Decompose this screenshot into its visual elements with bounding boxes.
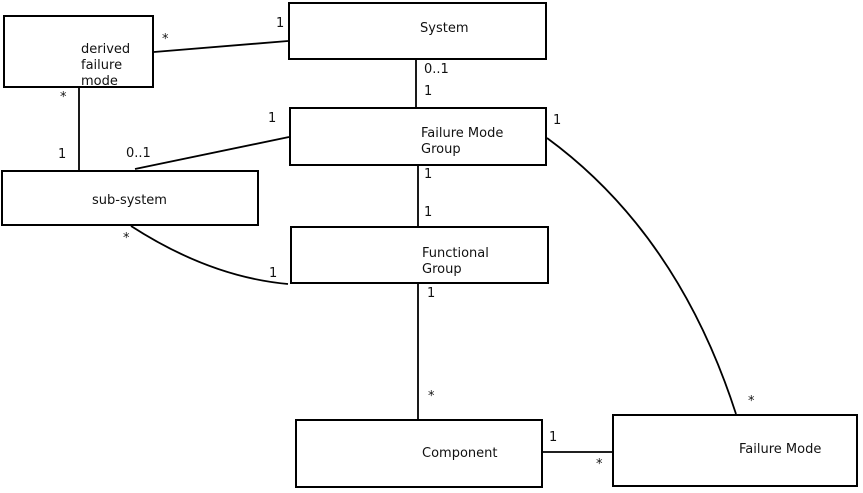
entity-label-failure-mode-group: Failure Mode Group — [421, 126, 504, 157]
entity-functional-group: Functional Group — [290, 226, 549, 284]
entity-sub-system: sub-system — [1, 170, 259, 226]
cardinality-label: * — [596, 457, 603, 472]
cardinality-label: 1 — [427, 286, 436, 301]
connector-sub-system-failure-mode-group — [134, 136, 290, 170]
cardinality-label: 1 — [276, 16, 285, 31]
cardinality-label: * — [60, 90, 67, 105]
entity-failure-mode-group: Failure Mode Group — [289, 107, 547, 166]
entity-system: System — [288, 2, 547, 60]
cardinality-label: * — [428, 389, 435, 404]
connector-derived-failure-mode-system — [153, 40, 289, 53]
cardinality-label: 0..1 — [126, 146, 151, 161]
cardinality-label: 1 — [58, 147, 67, 162]
entity-failure-mode: Failure Mode — [612, 414, 858, 487]
cardinality-label: 1 — [424, 167, 433, 182]
entity-derived-failure-mode: derived failure mode — [3, 15, 154, 89]
cardinality-label: 0..1 — [424, 62, 449, 77]
cardinality-label: * — [748, 394, 755, 409]
cardinality-label: * — [123, 231, 130, 246]
cardinality-label: 1 — [424, 84, 433, 99]
cardinality-label: 1 — [268, 111, 277, 126]
cardinality-label: 1 — [424, 205, 433, 220]
entity-label-system: System — [420, 21, 469, 36]
entity-label-derived-failure-mode: derived failure mode — [81, 42, 131, 89]
cardinality-label: 1 — [549, 430, 558, 445]
entity-label-functional-group: Functional Group — [422, 246, 489, 277]
connector-failure-mode-group-failure-mode — [546, 137, 737, 415]
cardinality-label: 1 — [269, 266, 278, 281]
entity-component: Component — [295, 419, 543, 488]
cardinality-label: * — [162, 32, 169, 47]
entity-label-sub-system: sub-system — [92, 193, 167, 208]
cardinality-label: 1 — [553, 113, 562, 128]
entity-label-component: Component — [422, 446, 498, 461]
connector-sub-system-functional-group — [130, 225, 289, 285]
entity-label-failure-mode: Failure Mode — [739, 442, 822, 457]
